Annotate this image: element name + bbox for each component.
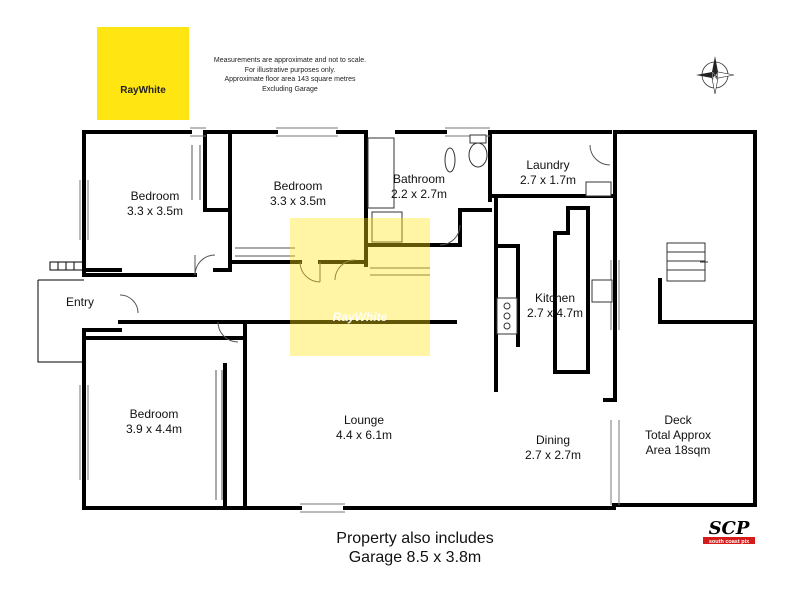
logo-text: RayWhite — [120, 85, 166, 96]
room-label-bedroom-1: Bedroom 3.3 x 3.5m — [127, 189, 183, 219]
room-label-dining: Dining 2.7 x 2.7m — [525, 433, 581, 463]
room-size: 2.2 x 2.7m — [390, 187, 448, 201]
room-size: 2.7 x 1.7m — [519, 173, 577, 187]
entry-step — [49, 261, 85, 271]
room-size: 4.4 x 6.1m — [335, 428, 393, 442]
disclaimer-line: Approximate floor area 143 square metres — [224, 76, 356, 83]
watermark: RayWhite — [290, 218, 430, 356]
credit-sub: south coast pix — [709, 539, 750, 545]
stair-tread — [667, 251, 705, 271]
credit-logo: SCP south coast pix — [703, 518, 755, 545]
window — [79, 385, 89, 480]
burner — [503, 322, 511, 330]
burner — [503, 302, 511, 310]
door-swing — [299, 261, 321, 283]
entry-porch — [37, 279, 84, 363]
room-name: Bathroom — [392, 172, 446, 186]
wall — [553, 231, 590, 374]
room-label-bedroom-3: Bedroom 3.9 x 4.4m — [126, 407, 182, 437]
disclaimer-line: Measurements are approximate and not to … — [213, 57, 367, 64]
watermark-text: RayWhite — [332, 310, 388, 324]
vanity — [371, 211, 403, 243]
compass-label: N — [711, 71, 718, 82]
shower — [367, 137, 395, 209]
room-label-bedroom-2: Bedroom 3.3 x 3.5m — [270, 179, 326, 209]
room-size: Total Approx — [644, 428, 712, 442]
room-size: Area 18sqm — [645, 443, 711, 457]
entry-step — [57, 262, 75, 270]
credit-bar — [703, 537, 755, 544]
room-size: 2.7 x 2.7m — [524, 448, 582, 462]
toilet-cistern — [469, 134, 487, 144]
door-swing — [194, 254, 216, 276]
window — [610, 420, 620, 505]
disclaimer-line: Excluding Garage — [262, 85, 318, 93]
room-size: 2.7 x 4.7m — [526, 306, 584, 320]
wardrobe-door — [215, 370, 223, 500]
wall — [658, 278, 757, 324]
room-label-laundry: Laundry 2.7 x 1.7m — [520, 158, 576, 188]
room-name: Kitchen — [534, 291, 576, 305]
room-label-deck: Deck Total Approx Area 18sqm — [645, 413, 711, 458]
room-label-entry: Entry — [66, 295, 94, 310]
kitchen-sink — [591, 279, 613, 303]
wardrobe-door — [235, 247, 295, 257]
disclaimer: Measurements are approximate and not to … — [205, 56, 375, 94]
wall — [495, 244, 520, 347]
window — [276, 127, 338, 137]
room-name: Laundry — [526, 158, 570, 172]
room-size: 3.9 x 4.4m — [125, 422, 183, 436]
room-name: Entry — [65, 295, 95, 309]
door-swing — [334, 259, 356, 281]
wall — [203, 130, 232, 212]
window — [190, 127, 206, 137]
credit-mark: SCP — [709, 518, 750, 539]
window — [79, 180, 89, 240]
wall — [82, 268, 197, 277]
compass-icon: N — [696, 56, 735, 95]
room-name: Dining — [535, 433, 571, 447]
burner — [503, 312, 511, 320]
laundry-tub — [585, 181, 612, 197]
basin — [444, 147, 456, 173]
room-name: Bedroom — [130, 189, 180, 203]
footer-line-1: Property also includes — [336, 530, 494, 547]
room-label-bathroom: Bathroom 2.2 x 2.7m — [391, 172, 447, 202]
footer-line-2: Garage 8.5 x 3.8m — [348, 549, 482, 566]
wall — [566, 206, 590, 240]
room-label-kitchen: Kitchen 2.7 x 4.7m — [527, 291, 583, 321]
deck-stairs — [666, 242, 706, 282]
wardrobe-door — [191, 145, 201, 200]
room-name: Bedroom — [129, 407, 179, 421]
door-swing — [589, 144, 611, 166]
sliding-door — [370, 267, 430, 276]
disclaimer-line: For illustrative purposes only. — [244, 66, 336, 74]
window — [300, 503, 345, 513]
room-label-lounge: Lounge 4.4 x 6.1m — [336, 413, 392, 443]
door-swing — [439, 224, 461, 246]
door-swing — [119, 294, 139, 314]
room-name: Bedroom — [273, 179, 323, 193]
brand-logo: RayWhite — [97, 27, 189, 120]
door-swing — [217, 321, 239, 343]
room-name: Deck — [664, 413, 692, 427]
room-size: 3.3 x 3.5m — [126, 204, 184, 218]
room-size: 3.3 x 3.5m — [269, 194, 327, 208]
room-name: Lounge — [343, 413, 385, 427]
toilet — [468, 142, 488, 168]
